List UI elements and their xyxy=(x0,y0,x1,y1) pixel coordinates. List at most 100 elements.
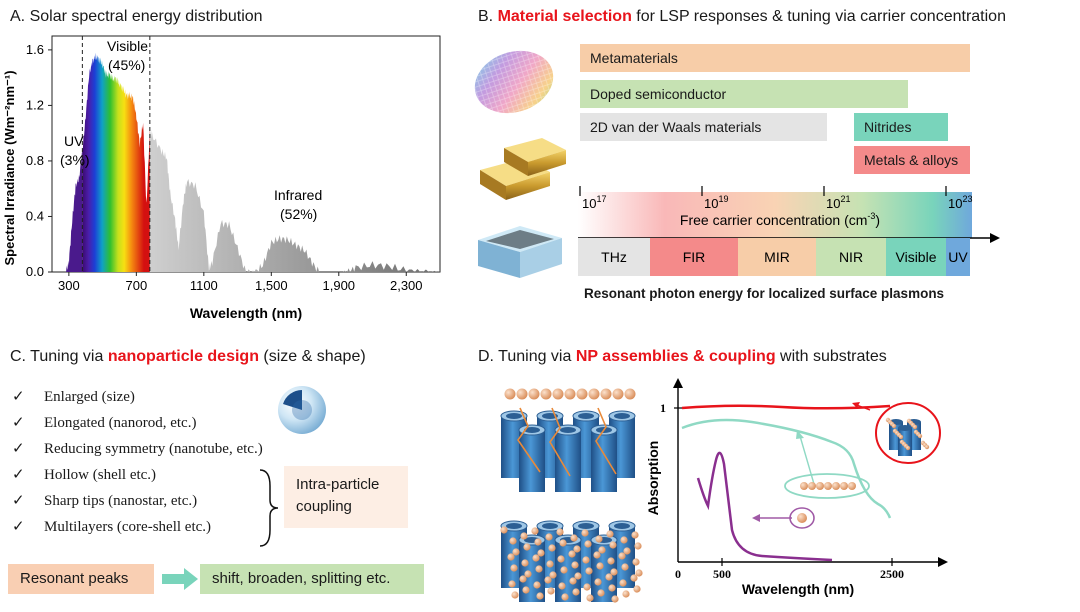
nanoparticle xyxy=(549,571,557,579)
nanoparticle xyxy=(600,388,612,400)
nanoparticle xyxy=(612,388,624,400)
material-icons xyxy=(474,50,566,278)
panel-d-np-assemblies: D. Tuning via NP assemblies & coupling w… xyxy=(470,338,1080,612)
band-label: UV xyxy=(948,249,968,265)
light-path-arrow xyxy=(595,407,617,475)
nanoparticle xyxy=(618,552,626,560)
nanoparticle xyxy=(576,388,588,400)
nanoparticle xyxy=(582,556,590,564)
infrared-area xyxy=(149,128,440,272)
conc-tick-label: 1023 xyxy=(948,194,972,211)
nanoparticle xyxy=(624,388,636,400)
nanoparticle xyxy=(523,543,531,551)
conc-tick-label: 1021 xyxy=(826,194,850,211)
nanoparticle xyxy=(606,530,614,538)
core-shell-sphere-icon xyxy=(278,386,326,434)
result-box: shift, broaden, splitting etc. xyxy=(200,564,424,594)
nanoparticle xyxy=(559,539,567,547)
nanoparticle xyxy=(583,583,591,591)
nanoparticle xyxy=(531,527,539,535)
nanoparticle xyxy=(524,570,532,578)
nanoparticle xyxy=(511,591,519,599)
wafer-icon xyxy=(474,50,554,114)
bar-nitrides: Nitrides xyxy=(854,113,948,141)
nanoparticle xyxy=(800,482,808,490)
nanoparticle xyxy=(633,585,641,593)
nanoparticle xyxy=(571,561,579,569)
band-uv xyxy=(946,238,970,276)
light-path-arrow xyxy=(549,407,571,477)
y-tick-label: 0.0 xyxy=(26,264,44,279)
panel-d-title-highlight: NP assemblies & coupling xyxy=(575,348,776,365)
x-tick-label: 300 xyxy=(58,278,80,293)
conc-tick-label: 1019 xyxy=(704,194,728,211)
nanoparticle xyxy=(569,577,577,585)
list-item: ✓Hollow (shell etc.) xyxy=(12,467,157,483)
x-tick-label: 2,300 xyxy=(390,278,423,293)
bar-doped-semiconductor: Doped semiconductor xyxy=(580,80,908,108)
band-label: FIR xyxy=(683,249,706,265)
nanoparticle xyxy=(584,540,592,548)
nanoparticle xyxy=(816,482,824,490)
nanoparticle xyxy=(533,581,541,589)
nanoparticle xyxy=(610,568,618,576)
nanoparticle xyxy=(581,529,589,537)
nanoparticle xyxy=(631,531,639,539)
nanoparticle xyxy=(824,482,832,490)
panel-a-solar-spectrum: A. Solar spectral energy distribution xyxy=(0,0,460,330)
nanoparticle xyxy=(532,554,540,562)
nanoparticle xyxy=(537,549,545,557)
absorption-y-label: Absorption xyxy=(645,441,661,516)
band-label: NIR xyxy=(839,249,863,265)
panel-a-title: A. Solar spectral energy distribution xyxy=(10,8,263,25)
single-particle-marker xyxy=(752,507,815,529)
list-item: ✓Reducing symmetry (nanotube, etc.) xyxy=(12,441,263,457)
infrared-label: Infrared xyxy=(274,187,322,203)
nanoparticle xyxy=(632,558,640,566)
nanoparticle xyxy=(598,546,606,554)
intra-particle-coupling-box: Intra-particle coupling xyxy=(284,466,408,528)
absorption-x-label: Wavelength (nm) xyxy=(742,581,854,597)
nanoparticle xyxy=(588,388,600,400)
nanoparticle xyxy=(568,550,576,558)
nanoparticle xyxy=(510,564,518,572)
infrared-percent: (52%) xyxy=(280,206,317,222)
band-label: MIR xyxy=(764,249,790,265)
band-fir xyxy=(650,238,738,276)
x-tick-label: 1,500 xyxy=(255,278,288,293)
nanoparticle xyxy=(528,388,540,400)
nanoparticle xyxy=(520,532,528,540)
nanoparticle xyxy=(521,559,529,567)
design-strategy-list: ✓Enlarged (size) ✓Elongated (nanorod, et… xyxy=(12,384,263,540)
dense-coating-marker xyxy=(852,402,941,464)
nanoparticle xyxy=(848,482,856,490)
conc-tick-label: 1017 xyxy=(582,194,606,211)
y-tick-label: 1.6 xyxy=(26,42,44,57)
light-path-arrow xyxy=(517,407,541,473)
nanoparticle xyxy=(620,536,628,544)
chain-marker xyxy=(784,430,870,499)
nanoparticle xyxy=(596,562,604,570)
list-item: ✓Elongated (nanorod, etc.) xyxy=(12,415,197,431)
x-tick-label: 700 xyxy=(125,278,147,293)
list-item: ✓Multilayers (core-shell etc.) xyxy=(12,519,212,535)
uv-label: UV xyxy=(64,133,84,149)
nanoparticle xyxy=(597,589,605,597)
nanoparticle xyxy=(621,563,629,571)
band-label: THz xyxy=(601,249,627,265)
y-tick-label: 0.8 xyxy=(26,153,44,168)
absorption-curve-purple xyxy=(696,451,833,562)
panel-c-title-highlight: nanoparticle design xyxy=(107,348,259,365)
bar-2d-van-der-waals: 2D van der Waals materials xyxy=(580,113,827,141)
list-item: ✓Enlarged (size) xyxy=(12,389,135,405)
nanotube-array-top xyxy=(500,407,636,492)
x-axis-label: Wavelength (nm) xyxy=(190,305,302,321)
nanoparticle xyxy=(585,567,593,575)
nanoparticle xyxy=(512,548,520,556)
nanoparticle xyxy=(547,587,555,595)
nanoparticle xyxy=(557,555,565,563)
nanoparticle xyxy=(564,388,576,400)
nanoparticle xyxy=(548,544,556,552)
nanoparticle xyxy=(634,542,642,550)
nanoparticle xyxy=(556,528,564,536)
